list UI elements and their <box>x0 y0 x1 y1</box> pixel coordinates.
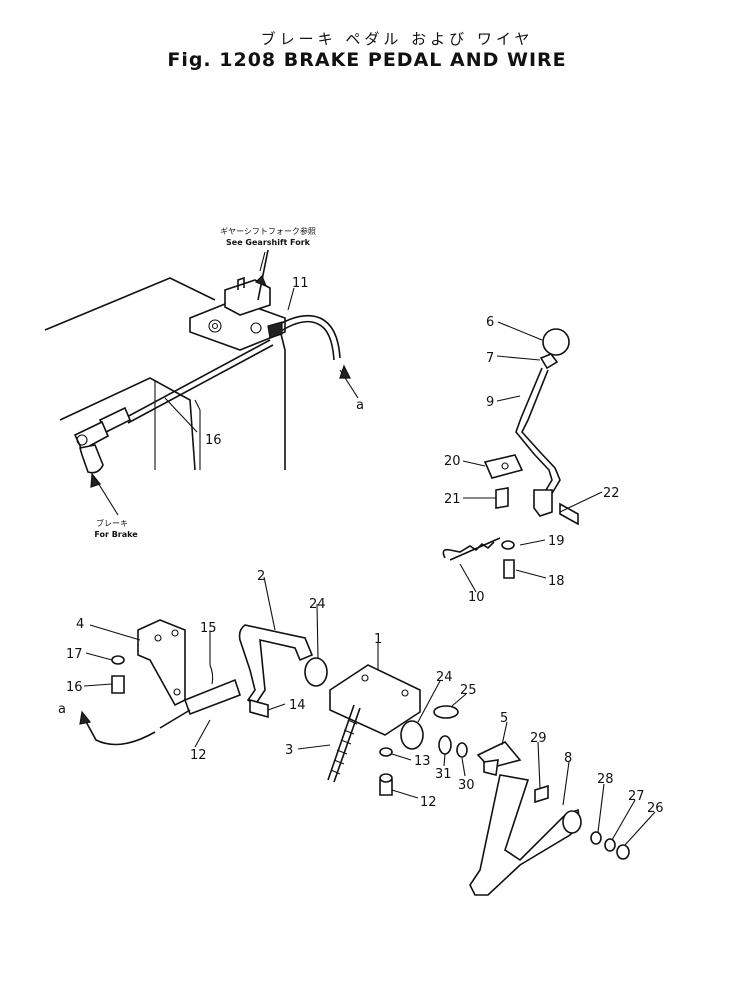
gearshift-bracket <box>189 249 286 351</box>
note-brake-en: For Brake <box>94 530 138 539</box>
callout: 5 <box>500 711 508 726</box>
callout: 19 <box>548 534 565 549</box>
transmission-case <box>44 277 286 471</box>
note-gearshift-en: See Gearshift Fork <box>226 238 311 247</box>
note-gearshift-jp: ギヤーシフトフォーク参照 <box>220 226 316 236</box>
note-brake-jp: ブレーキ <box>96 518 128 528</box>
callout: 29 <box>530 731 547 746</box>
callout: 16 <box>205 433 222 448</box>
callout: 25 <box>460 683 477 698</box>
callout: 15 <box>200 621 217 636</box>
callout: 12 <box>420 795 437 810</box>
callout: 11 <box>292 276 309 291</box>
callout: 30 <box>458 778 475 793</box>
callout: 9 <box>486 395 494 410</box>
callout: 10 <box>468 590 485 605</box>
callout: 2 <box>257 569 265 584</box>
callout: 12 <box>190 748 207 763</box>
callout: 4 <box>76 617 84 632</box>
title-japanese: ブレーキ ペダル および ワイヤ <box>260 30 534 48</box>
callout: 8 <box>564 751 572 766</box>
callout: 6 <box>486 315 494 330</box>
callout: 13 <box>414 754 431 769</box>
callout: 28 <box>597 772 614 787</box>
callout: 22 <box>603 486 620 501</box>
callout: 7 <box>486 351 494 366</box>
connector-label: a <box>58 702 66 717</box>
callout: 18 <box>548 574 565 589</box>
callout: 24 <box>309 597 326 612</box>
callout: 27 <box>628 789 645 804</box>
callout: 16 <box>66 680 83 695</box>
figure-title: Fig. 1208 BRAKE PEDAL AND WIRE <box>167 49 567 71</box>
callout: 17 <box>66 647 83 662</box>
callout: 21 <box>444 492 461 507</box>
callout: 26 <box>647 801 664 816</box>
callout: 14 <box>289 698 306 713</box>
callout: 3 <box>285 743 293 758</box>
callout: 1 <box>374 632 382 647</box>
connector-label: a <box>356 398 364 413</box>
callout: 24 <box>436 670 453 685</box>
callout: 31 <box>435 767 452 782</box>
callout: 20 <box>444 454 461 469</box>
